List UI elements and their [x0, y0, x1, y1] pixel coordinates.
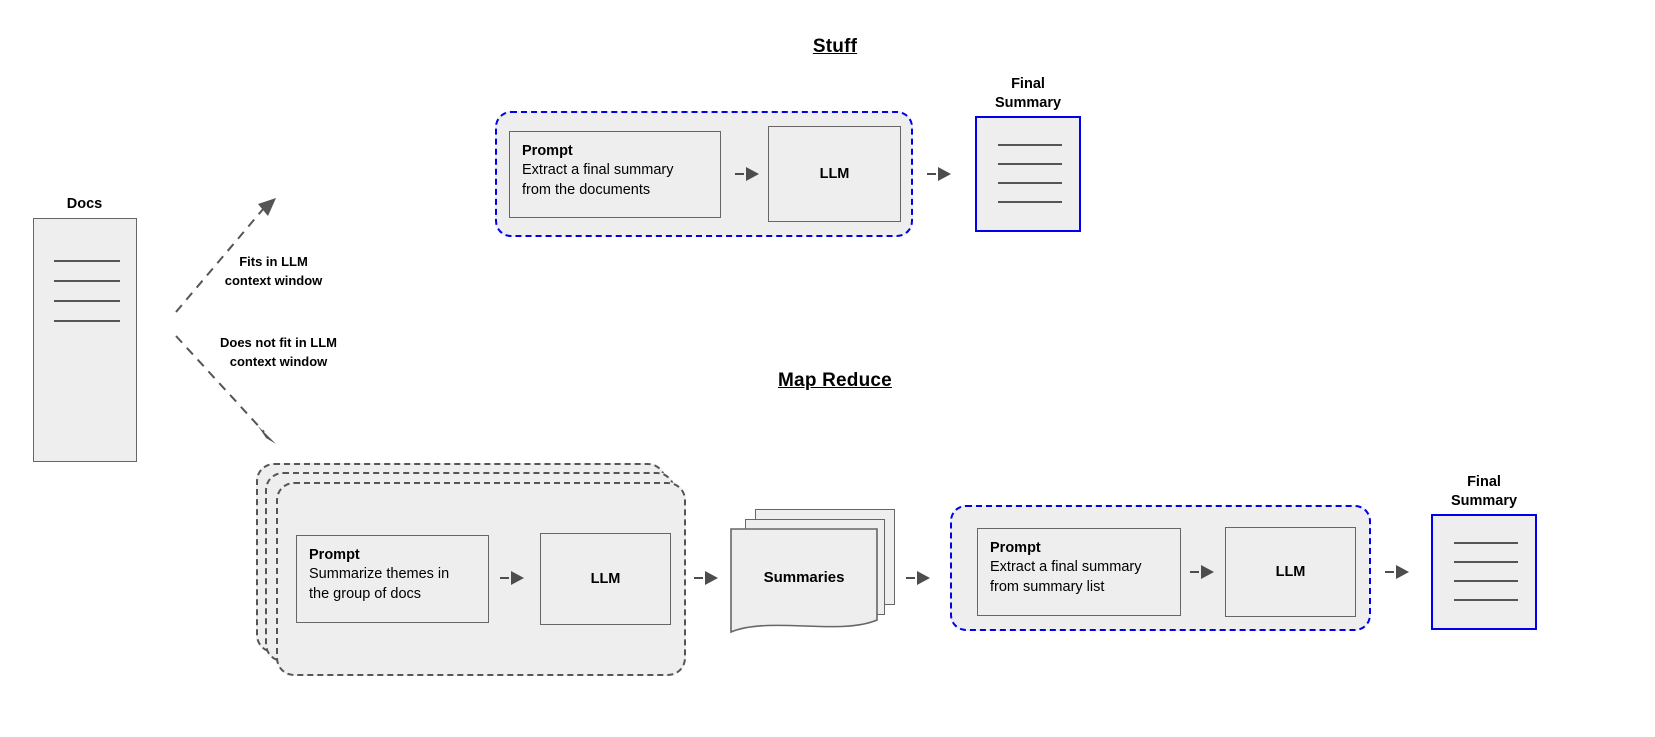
summary-text-line [998, 182, 1062, 184]
summary-text-line [1454, 561, 1518, 563]
stuff-final-summary-caption-line1: Final [1011, 76, 1045, 92]
docs-text-line [54, 320, 120, 322]
stuff-llm-label: LLM [819, 166, 850, 182]
map-prompt-line2: the group of docs [309, 586, 422, 602]
summaries-label: Summaries [763, 569, 845, 586]
summary-text-line [998, 163, 1062, 165]
branch-label-does-not-fit: Does not fit in LLM context window [191, 333, 366, 371]
summary-text-line [998, 201, 1062, 203]
reduce-prompt-line2: from summary list [990, 579, 1105, 595]
docs-text-line [54, 300, 120, 302]
reduce-prompt-box: Prompt Extract a final summary from summ… [977, 528, 1181, 616]
stuff-title-text: Stuff [812, 36, 858, 57]
stuff-prompt-line1: Extract a final summary [522, 162, 674, 178]
map-reduce-final-summary-caption-line1: Final [1467, 474, 1501, 490]
branch-label-fits: Fits in LLM context window [191, 252, 356, 290]
arrow-map-to-summaries [694, 571, 718, 585]
stuff-llm-box: LLM [768, 126, 901, 222]
summary-text-line [1454, 599, 1518, 601]
arrow-stuff-llm-to-summary [927, 167, 951, 181]
map-prompt-box: Prompt Summarize themes in the group of … [296, 535, 489, 623]
arrow-stuff-prompt-to-llm [735, 167, 759, 181]
map-prompt-title: Prompt [309, 547, 360, 563]
reduce-prompt-line1: Extract a final summary [990, 559, 1142, 575]
stuff-final-summary-caption: Final Summary [975, 75, 1081, 113]
docs-text-line [54, 260, 120, 262]
summaries-front-sheet [730, 528, 878, 634]
docs-caption: Docs [32, 195, 137, 214]
arrow-map-prompt-to-llm [500, 571, 524, 585]
reduce-llm-box: LLM [1225, 527, 1356, 617]
docs-text-line [54, 280, 120, 282]
branch-label-fits-line2: context window [224, 273, 323, 288]
stuff-final-summary-box [975, 116, 1081, 232]
section-title-map-reduce: Map Reduce [720, 370, 950, 392]
docs-box [33, 218, 137, 462]
reduce-llm-label: LLM [1275, 564, 1306, 580]
stuff-prompt-line2: from the documents [522, 182, 651, 198]
arrow-reduce-to-final-summary [1385, 565, 1409, 579]
section-title-stuff: Stuff [735, 36, 935, 58]
summary-text-line [1454, 580, 1518, 582]
docs-label: Docs [66, 196, 103, 212]
stuff-prompt-title: Prompt [522, 143, 573, 159]
branch-label-does-not-fit-line2: context window [229, 354, 328, 369]
map-reduce-final-summary-caption: Final Summary [1431, 473, 1537, 511]
map-prompt-line1: Summarize themes in [309, 566, 450, 582]
map-reduce-final-summary-caption-line2: Summary [1450, 493, 1518, 509]
map-reduce-title-text: Map Reduce [778, 370, 892, 391]
arrow-reduce-prompt-to-llm [1190, 565, 1214, 579]
map-llm-box: LLM [540, 533, 671, 625]
summary-text-line [1454, 542, 1518, 544]
reduce-prompt-title: Prompt [990, 540, 1041, 556]
branch-label-fits-line1: Fits in LLM [239, 254, 308, 269]
stuff-final-summary-caption-line2: Summary [994, 95, 1062, 111]
summary-text-line [998, 144, 1062, 146]
branch-connectors [175, 198, 276, 444]
stuff-prompt-box: Prompt Extract a final summary from the … [509, 131, 721, 218]
branch-label-does-not-fit-line1: Does not fit in LLM [220, 335, 337, 350]
map-reduce-final-summary-box [1431, 514, 1537, 630]
arrow-summaries-to-reduce [906, 571, 930, 585]
map-llm-label: LLM [590, 571, 621, 587]
